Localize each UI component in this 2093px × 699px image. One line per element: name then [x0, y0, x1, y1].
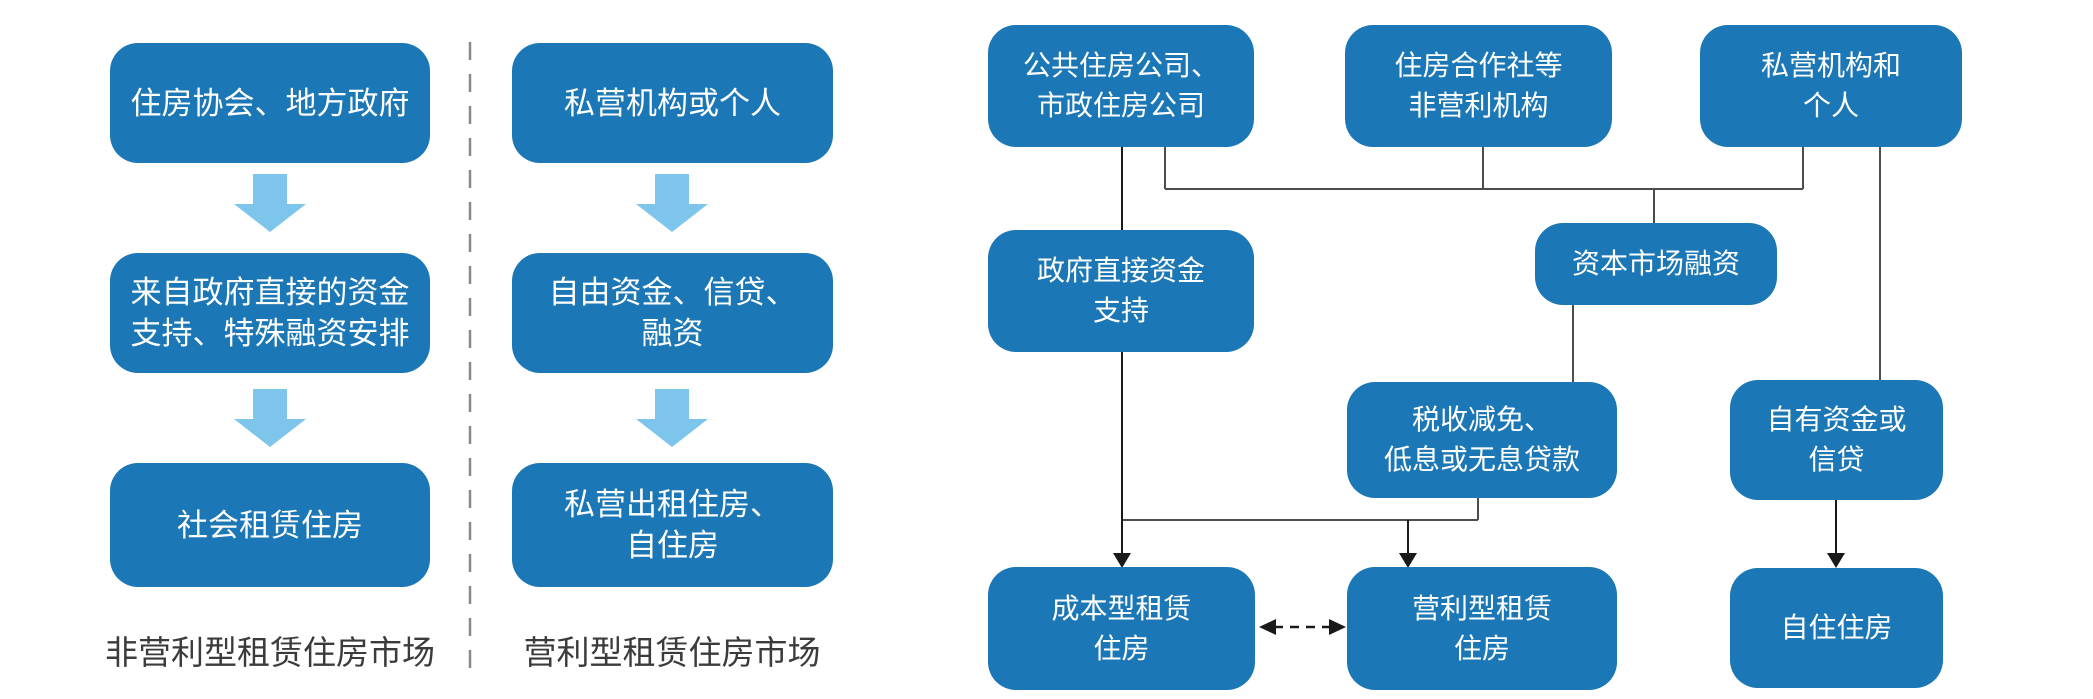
arrowheads — [1113, 553, 1845, 568]
down-arrow-icon — [234, 174, 708, 447]
node-tax-relief-loans: 税收减免、 低息或无息贷款 — [1347, 382, 1617, 498]
double-dashed-arrow — [1259, 619, 1346, 635]
node-owner-occupied-housing: 自住住房 — [1730, 568, 1943, 688]
node-cost-rental-housing: 成本型租赁 住房 — [988, 567, 1255, 690]
caption-nonprofit-market: 非营利型租赁住房市场 — [105, 634, 435, 671]
node-private-org-or-individual: 私营机构或个人 — [512, 43, 833, 163]
node-own-funds-credit: 自有资金或 信贷 — [1730, 380, 1943, 500]
node-housing-cooperative: 住房合作社等 非营利机构 — [1345, 25, 1612, 147]
node-gov-direct-funding: 政府直接资金 支持 — [988, 230, 1254, 352]
tree-connectors — [1122, 147, 1881, 521]
node-capital-market-financing: 资本市场融资 — [1535, 223, 1777, 305]
node-public-housing-company: 公共住房公司、 市政住房公司 — [988, 25, 1254, 147]
caption-profit-market: 营利型租赁住房市场 — [523, 634, 821, 671]
node-social-rental-housing: 社会租赁住房 — [110, 463, 430, 587]
node-housing-association: 住房协会、地方政府 — [110, 43, 430, 163]
node-profit-rental-housing: 营利型租赁 住房 — [1347, 567, 1617, 690]
node-private-rental-owner-housing: 私营出租住房、 自住房 — [512, 463, 833, 587]
node-private-institutions-individuals: 私营机构和 个人 — [1700, 25, 1962, 147]
node-gov-funding-support: 来自政府直接的资金 支持、特殊融资安排 — [110, 253, 430, 373]
node-free-funds-credit-financing: 自由资金、信贷、 融资 — [512, 253, 833, 373]
